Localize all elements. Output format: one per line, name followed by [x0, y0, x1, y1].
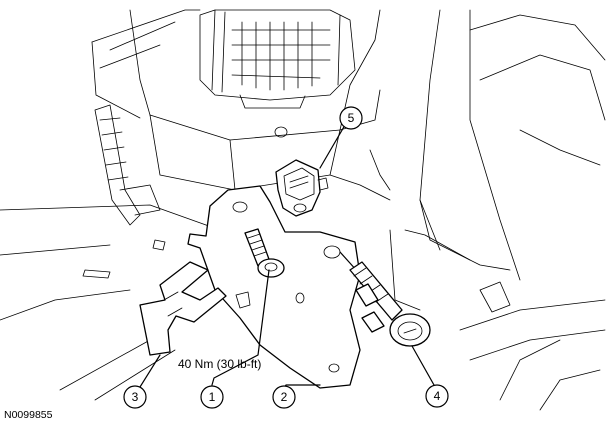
callout-1-label: 1	[209, 390, 216, 404]
bolt-part-1	[244, 228, 285, 278]
lock-cylinder-part-4	[339, 251, 431, 347]
callout-3: 3	[123, 385, 147, 409]
background-structure	[0, 9, 606, 411]
clip-part-3	[139, 261, 227, 356]
callout-1: 1	[200, 385, 224, 409]
callout-4-label: 4	[434, 389, 441, 403]
figure-id: N0099855	[4, 409, 53, 421]
bracket-part-2	[187, 185, 361, 389]
torque-spec-label: 40 Nm (30 lb-ft)	[178, 357, 261, 371]
callout-2-label: 2	[281, 390, 288, 404]
callout-2: 2	[272, 385, 296, 409]
callout-5-label: 5	[348, 111, 355, 125]
connector-part-5	[275, 159, 329, 217]
callout-4: 4	[425, 384, 449, 408]
callout-5: 5	[339, 106, 363, 130]
callout-3-label: 3	[132, 390, 139, 404]
